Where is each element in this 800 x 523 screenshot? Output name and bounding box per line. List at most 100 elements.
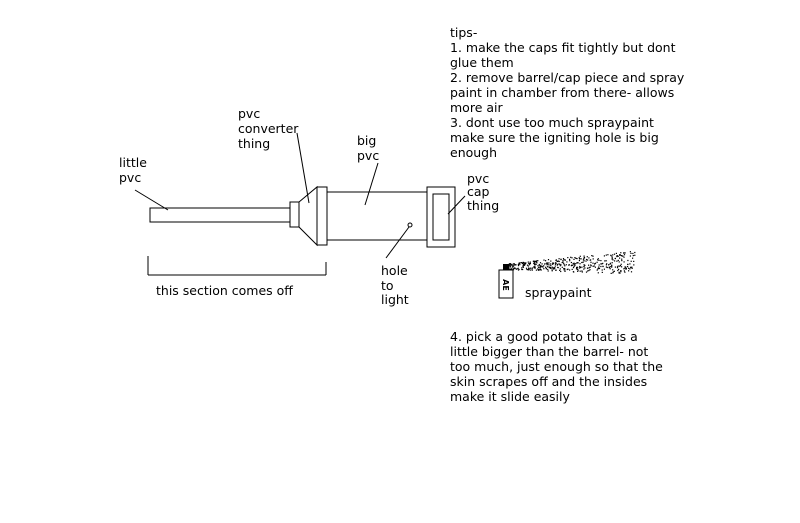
spray-speck [623,254,626,256]
spray-speck [570,261,572,264]
pvc-cap [426,186,456,248]
spray-speck [610,272,612,274]
spray-speck [592,258,594,260]
spray-speck [554,262,557,264]
spray-speck [540,269,542,271]
spray-speck [601,271,603,273]
spray-speck [514,267,516,269]
big-pvc-label: big pvc [357,133,379,206]
spray-speck [583,265,585,268]
spray-speck [627,259,629,262]
spray-speck [620,252,622,254]
spray-speck [543,265,545,267]
spray-speck [533,267,535,269]
spray-speck [618,271,620,273]
spray-speck [612,272,614,274]
spray-speck [528,268,530,270]
spray-speck [560,258,562,260]
spray-speck [616,255,618,257]
spray-speck [567,257,569,259]
spray-speck [573,258,575,260]
spray-speck [597,259,599,261]
spray-speck [556,260,559,262]
spray-speck [624,267,626,269]
spray-speck [525,263,527,265]
spray-speck [625,267,627,270]
spray-speck [590,265,592,267]
spray-speck [594,262,597,264]
tip4-line: make it slide easily [450,389,571,404]
spray-speck [509,265,511,267]
tip-line: glue them [450,55,514,70]
spray-speck [548,266,550,268]
spray-speck [553,268,555,270]
spray-speck [601,269,603,271]
spray-speck [602,262,604,264]
spray-speck [545,263,547,265]
spray-speck [515,268,517,270]
spray-speck [568,264,570,266]
spray-speck [616,266,619,268]
spray-speck [583,260,585,262]
spray-speck [524,263,526,265]
spray-speck [554,268,556,270]
spray-speck [617,255,619,257]
spray-speck [543,268,545,270]
spray-speck [581,266,583,268]
spray-speck [620,263,622,265]
spray-speck [603,268,605,270]
spray-speck [624,271,626,273]
spray-speck [538,269,540,271]
spray-speck [537,266,540,268]
spray-speck [587,267,589,269]
spray-speck [590,264,592,266]
spray-speck [605,264,607,266]
spray-speck [523,263,525,265]
spray-speck [513,265,515,267]
spray-speck [548,264,550,266]
spray-speck [589,269,591,271]
spray-speck [567,268,569,270]
spray-speck [549,267,551,269]
spray-speck [594,266,596,268]
spray-speck [508,263,510,265]
spray-speck [564,265,566,267]
spray-speck [527,269,530,271]
spray-speck [573,262,575,264]
spray-speck [608,267,610,269]
spray-speck [539,267,541,269]
spray-speck [554,267,556,269]
spray-speck [629,255,631,257]
spray-speck [576,262,578,264]
spray-speck [558,263,560,265]
spray-speck [581,261,583,264]
spray-speck [564,270,566,272]
spray-speck [516,268,518,270]
spray-speck [579,258,581,260]
spray-speck [617,269,619,272]
spray-speck [597,267,599,269]
spray-speck [547,263,549,265]
spray-speck [557,260,560,262]
spray-speck [623,261,625,263]
spray-speck [556,264,558,266]
spray-speck [522,266,524,268]
spray-speck [522,261,524,263]
spray-speck [585,271,588,273]
spray-speck [562,260,564,262]
spray-speck [621,266,623,268]
spray-speck [537,268,539,270]
tip-line: enough [450,145,497,160]
spray-speck [575,268,578,270]
spray-speck [588,264,590,266]
spray-speck [586,256,588,258]
spray-speck [541,263,543,265]
spray-speck [630,260,632,262]
big-pvc-label-line: big [357,133,376,148]
spray-speck [634,251,636,254]
spray-speck [617,265,619,267]
spray-speck [565,264,567,266]
spray-speck [554,263,557,265]
spray-speck [545,266,547,268]
spray-speck [625,268,627,270]
